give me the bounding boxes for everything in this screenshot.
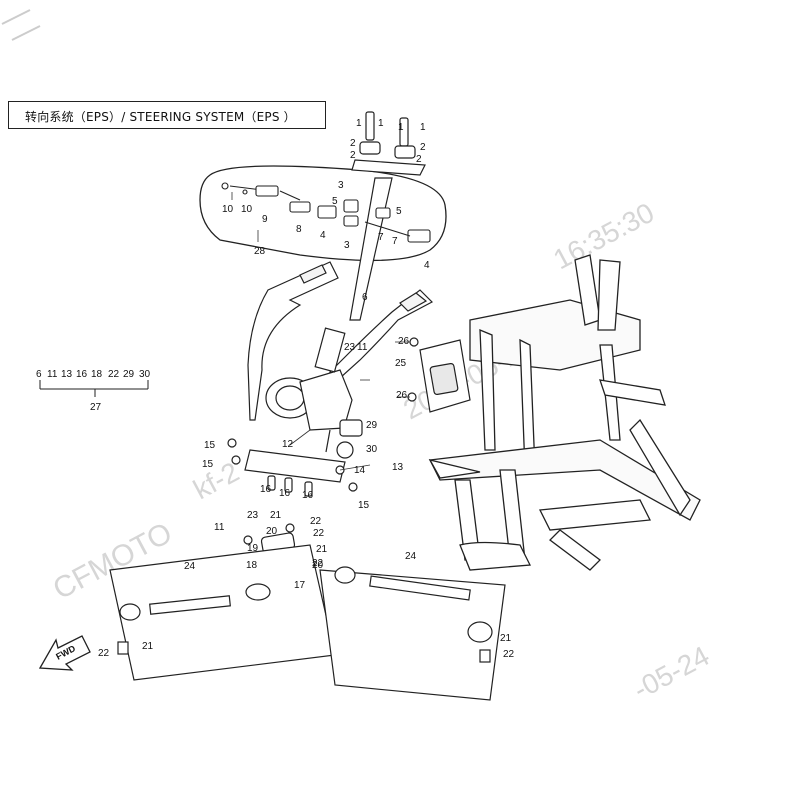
switch-parts (221, 182, 431, 243)
callout-number: 22 (98, 648, 110, 659)
callout-number: 17 (294, 580, 306, 591)
callout-number: 20 (266, 526, 278, 537)
callout-number: 25 (395, 358, 407, 369)
callout-number: 3 (338, 180, 344, 191)
callout-number: 11 (357, 342, 368, 353)
callout-number: 11 (214, 522, 225, 533)
callout-number: 21 (500, 633, 512, 644)
callout-number: 23 (247, 510, 259, 521)
callout-number: 10 (222, 204, 234, 215)
callout-number: 13 (392, 462, 404, 473)
group-label-item: 22 (108, 369, 120, 380)
callout-number: 23 (344, 342, 356, 353)
group-callout-27 (39, 380, 149, 397)
callout-number: 8 (296, 224, 302, 235)
diagram-title: 转向系统（EPS）/ STEERING SYSTEM（EPS ） (25, 110, 296, 124)
callout-number: 24 (184, 561, 196, 572)
callout-number: 15 (202, 459, 214, 470)
callout-number: 2 (416, 154, 422, 165)
callout-number: 21 (270, 510, 282, 521)
group-label-item: 29 (123, 369, 135, 380)
callout-number: 22 (313, 528, 325, 539)
handlebar (247, 261, 433, 421)
callout-number: 7 (392, 236, 398, 247)
left-tie-rod (109, 544, 336, 681)
callout-number: 16 (260, 484, 272, 495)
callout-number: 26 (396, 390, 408, 401)
callout-number: 24 (405, 551, 417, 562)
callout-number: 26 (398, 336, 410, 347)
callout-number: 1 (356, 118, 362, 129)
watermark-date-partial: -05-24 (628, 640, 714, 705)
right-tie-rod (319, 566, 506, 701)
callout-number: 12 (282, 439, 294, 450)
leader-lines (231, 192, 410, 471)
callout-number: 3 (344, 240, 350, 251)
callout-number: 16 (302, 490, 314, 501)
callout-number: 15 (204, 440, 216, 451)
eps-motor (265, 327, 363, 459)
callout-number: 28 (254, 246, 266, 257)
title-box: 转向系统（EPS）/ STEERING SYSTEM（EPS ） (8, 101, 326, 129)
group-label-item: 13 (61, 369, 73, 380)
eps-controller (407, 337, 471, 413)
callout-number: 19 (247, 543, 259, 554)
callout-number: 9 (262, 214, 268, 225)
group-label-item: 30 (139, 369, 151, 380)
mount-bracket (227, 438, 358, 497)
callout-number: 29 (366, 420, 378, 431)
callout-number: 4 (424, 260, 430, 271)
callout-number: 1 (378, 118, 384, 129)
callout-number: 2 (350, 138, 356, 149)
corner-mark (1, 9, 41, 41)
callout-number: 16 (279, 488, 291, 499)
callout-number: 7 (378, 232, 384, 243)
switch-group-outline (199, 165, 447, 262)
group-label-item: 6 (36, 369, 42, 380)
forward-arrow: FWD (38, 635, 91, 671)
callout-number: 5 (332, 196, 338, 207)
callout-number: 22 (312, 558, 324, 569)
callout-number: 14 (354, 465, 366, 476)
callout-number: 15 (358, 500, 370, 511)
callout-number: 18 (246, 560, 258, 571)
group-label-item: 18 (91, 369, 103, 380)
group-label-total: 27 (90, 402, 102, 413)
callout-number: 2 (350, 150, 356, 161)
group-label-item: 16 (76, 369, 88, 380)
callout-number: 21 (316, 544, 328, 555)
callout-number: 10 (241, 204, 253, 215)
callout-number: 22 (310, 516, 322, 527)
callout-number: 5 (396, 206, 402, 217)
group-label-item: 11 (47, 369, 58, 380)
callout-number: 1 (420, 122, 426, 133)
callout-number: 30 (366, 444, 378, 455)
callout-number: 2 (420, 142, 426, 153)
callout-number: 6 (362, 292, 368, 303)
callout-number: 22 (503, 649, 515, 660)
callout-number: 21 (142, 641, 154, 652)
vehicle-frame (428, 254, 701, 571)
callout-number: 1 (398, 122, 404, 133)
callout-number: 20 (312, 560, 324, 571)
callout-number: 4 (320, 230, 326, 241)
